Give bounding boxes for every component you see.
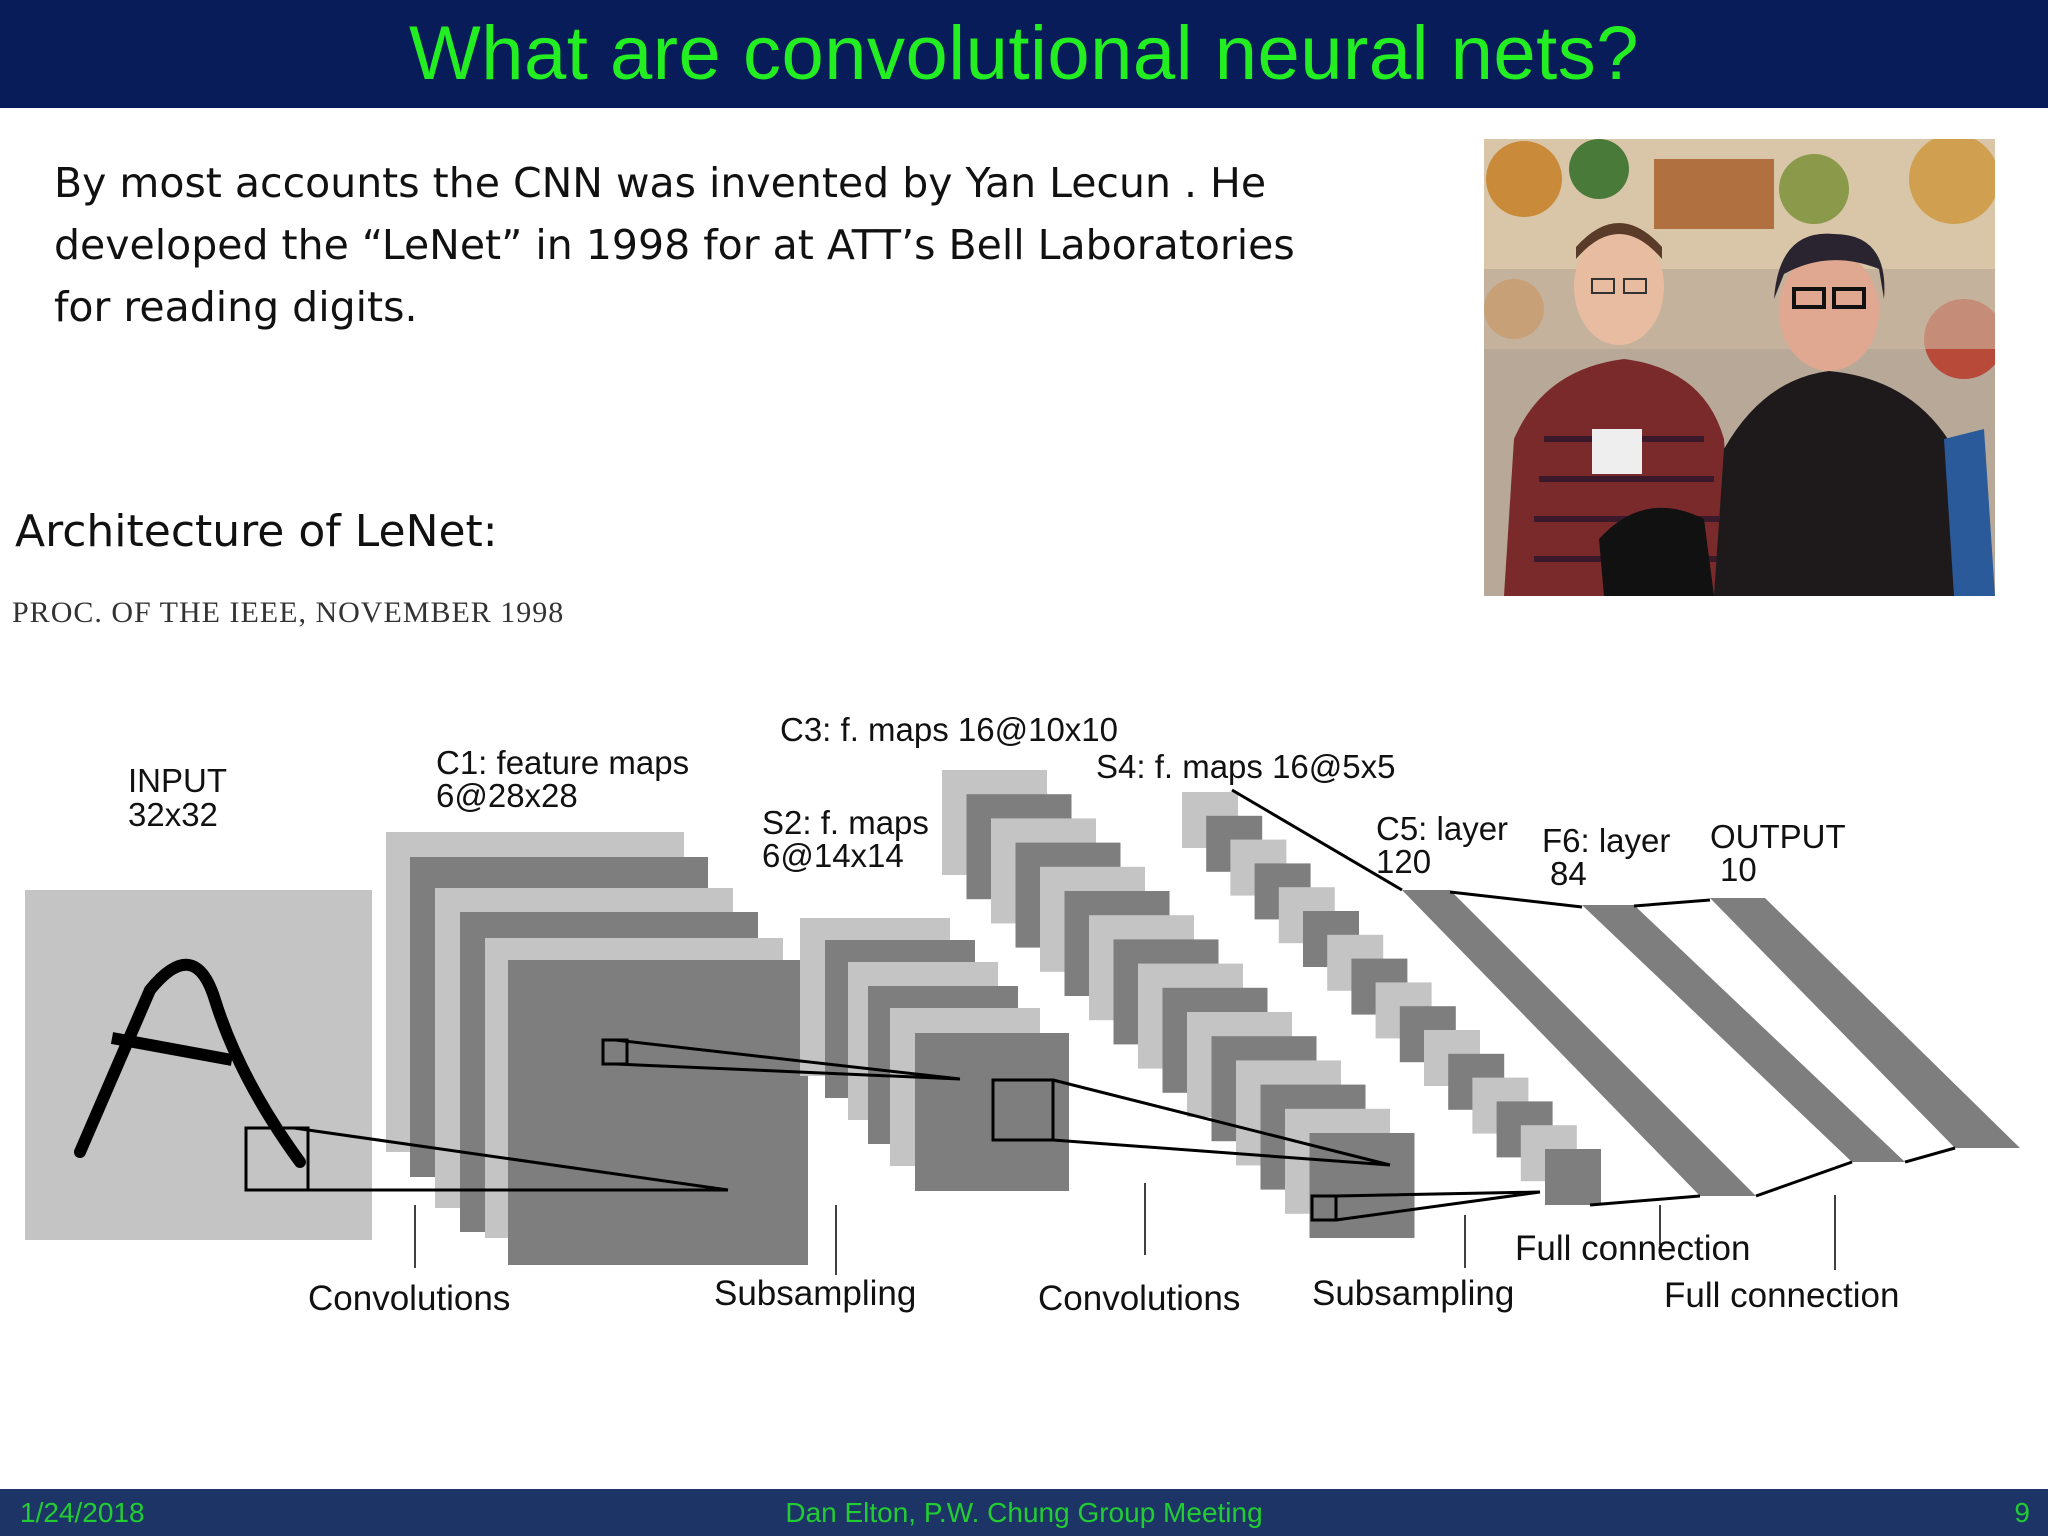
footer-presenter: Dan Elton, P.W. Chung Group Meeting: [785, 1497, 1263, 1528]
s4-label: S4: f. maps 16@5x5: [1096, 748, 1395, 785]
op-full-connection-2: Full connection: [1664, 1276, 1899, 1315]
op-full-connection-1: Full connection: [1515, 1229, 1750, 1268]
c1-size-label: 6@28x28: [436, 777, 578, 814]
output-layer-band: [1710, 898, 2020, 1148]
title-bar: What are convolutional neural nets?: [0, 0, 2048, 108]
input-label: INPUT: [128, 762, 227, 799]
op-subsampling-2: Subsampling: [1312, 1274, 1514, 1313]
s2-label: S2: f. maps: [762, 804, 929, 841]
connection-lines: [293, 788, 1956, 1222]
intro-line: By most accounts the CNN was invented by…: [54, 159, 1267, 207]
photo-of-two-men: [1484, 139, 1995, 596]
input-digit-a-crossbar: [110, 1032, 234, 1066]
input-image: [25, 890, 372, 1240]
footer-page-number: 9: [2014, 1497, 2030, 1528]
c5-size-label: 120: [1376, 843, 1431, 880]
s4-feature-maps: [1182, 792, 1601, 1205]
f6-layer-band: [1582, 905, 1905, 1162]
figure-citation: PROC. OF THE IEEE, NOVEMBER 1998: [12, 596, 565, 629]
intro-line: developed the “LeNet” in 1998 for at ATT…: [54, 221, 1295, 269]
footer-bar: 1/24/2018 Dan Elton, P.W. Chung Group Me…: [0, 1489, 2048, 1536]
op-convolutions-1: Convolutions: [308, 1279, 510, 1318]
architecture-label: Architecture of LeNet:: [15, 506, 498, 557]
slide-title: What are convolutional neural nets?: [408, 11, 1639, 96]
lenet-diagram: INPUT 32x32 C1: feature maps 6@28x28 S2:…: [25, 711, 2020, 1318]
s2-receptive-field: [991, 1078, 1055, 1142]
output-label: OUTPUT: [1710, 818, 1846, 855]
op-convolutions-2: Convolutions: [1038, 1279, 1240, 1318]
c1-map: [508, 960, 808, 1265]
c1-label: C1: feature maps: [436, 744, 689, 781]
input-receptive-field: [244, 1126, 310, 1192]
s2-size-label: 6@14x14: [762, 837, 904, 874]
c5-label: C5: layer: [1376, 810, 1508, 847]
s4-map: [1545, 1149, 1601, 1205]
footer-date: 1/24/2018: [20, 1497, 145, 1528]
intro-paragraph: By most accounts the CNN was invented by…: [54, 152, 1354, 338]
intro-line: for reading digits.: [54, 283, 418, 331]
operation-ticks: [414, 1183, 1836, 1275]
input-digit-a: [74, 958, 306, 1168]
f6-size-label: 84: [1550, 855, 1587, 892]
c1-feature-maps: [386, 832, 808, 1265]
c3-label: C3: f. maps 16@10x10: [780, 711, 1118, 748]
input-size-label: 32x32: [128, 796, 218, 833]
s2-feature-maps: [800, 918, 1069, 1191]
op-subsampling-1: Subsampling: [714, 1274, 916, 1313]
c3-receptive-field: [1310, 1194, 1338, 1222]
f6-label: F6: layer: [1542, 822, 1670, 859]
output-size-label: 10: [1720, 851, 1757, 888]
c5-layer-band: [1402, 890, 1756, 1196]
